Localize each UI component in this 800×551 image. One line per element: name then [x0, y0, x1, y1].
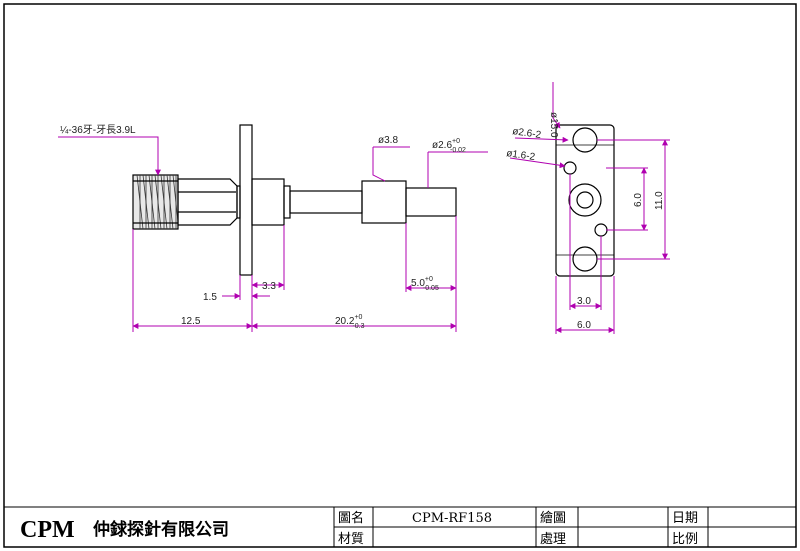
flange-11-0-label: 11.0 [654, 191, 665, 210]
company-latin: CPM [20, 517, 75, 543]
mount-hole-bottom [572, 246, 598, 272]
pin-hole-left [563, 161, 577, 175]
flange-dia-label: ø15.0 [548, 112, 559, 138]
dia-3-8-label: ø3.8 [378, 135, 398, 146]
drawing-border [3, 3, 797, 548]
center-bore-outer [568, 183, 602, 217]
dim-3-3-label: 3.3 [262, 281, 276, 292]
dim-1-5-label: 1.5 [203, 292, 217, 303]
dim-5-0-label: 5.0+0-0.05 [411, 276, 439, 292]
drawing-name-label: 圖名 [338, 510, 364, 526]
side-dimensions [58, 136, 488, 332]
scale-label: 比例 [672, 532, 698, 547]
thread-label: ¼-36牙-牙長3.9L [60, 124, 136, 136]
company-cn: 仲銶探針有限公司 [93, 519, 229, 540]
center-bore-inner [576, 191, 594, 209]
dim-12-5-label: 12.5 [181, 316, 201, 327]
front-view [555, 124, 615, 277]
drawing-name-value: CPM-RF158 [412, 511, 492, 526]
step-3-8 [361, 180, 407, 224]
flange-6-0-v-label: 6.0 [633, 193, 644, 207]
shaft [289, 190, 363, 214]
holes-2-6-label: ø2.6-2 [512, 126, 543, 141]
dim-20-2-label: 20.2+0-0.3 [335, 314, 365, 330]
side-view [132, 124, 457, 276]
pin-hole-right [594, 223, 608, 237]
material-label: 材質 [338, 532, 364, 547]
drawn-label: 繪圖 [540, 510, 566, 526]
flange-side [239, 124, 253, 276]
title-block [4, 506, 796, 547]
front-dimensions [509, 82, 670, 334]
hex-body [177, 178, 238, 226]
collar [251, 178, 285, 226]
flange-front [555, 124, 615, 277]
dia-2-6-label: ø2.6+0-0.02 [432, 138, 466, 154]
threaded-section [132, 174, 179, 230]
mount-hole-top [572, 127, 598, 153]
thread-lines [136, 174, 179, 230]
process-label: 處理 [540, 532, 566, 547]
flange-3-0-label: 3.0 [577, 296, 591, 307]
date-label: 日期 [672, 511, 698, 526]
holes-1-6-label: ø1.6-2 [506, 148, 537, 163]
flange-6-0-h-label: 6.0 [577, 320, 591, 331]
tip-2-6 [405, 187, 457, 217]
